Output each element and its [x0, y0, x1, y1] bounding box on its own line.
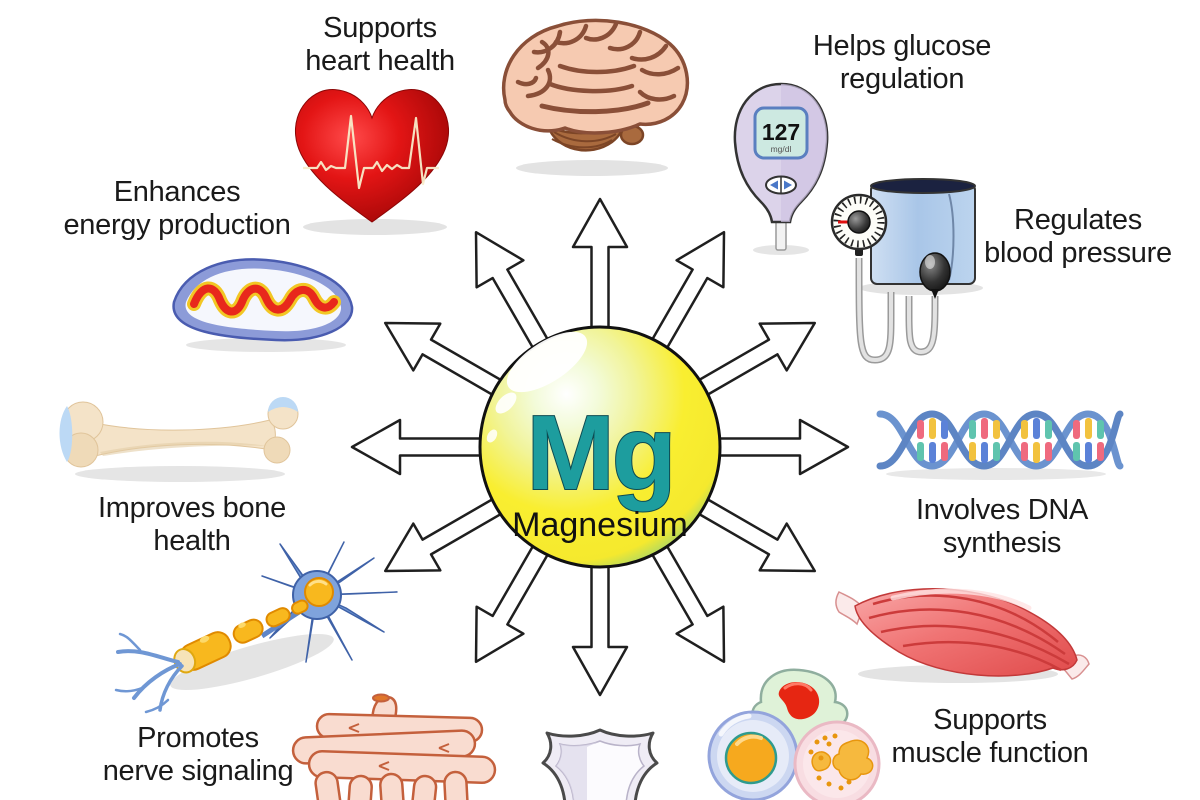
heart-ecg-icon	[294, 89, 450, 235]
mitochondria-icon	[172, 258, 354, 352]
label-line: Helps glucose	[812, 30, 992, 62]
muscle-icon	[835, 588, 1090, 683]
intestines-icon	[291, 693, 497, 800]
label-line: Supports	[323, 12, 437, 44]
label-line: Involves DNA	[915, 494, 1089, 526]
label-line: Promotes	[137, 722, 259, 754]
label-line: Improves bone	[98, 492, 286, 524]
bone-icon	[59, 397, 299, 482]
glucose-unit: mg/dl	[771, 144, 792, 154]
label-line: regulation	[839, 63, 965, 95]
brain-icon	[502, 18, 690, 176]
label-line: energy production	[63, 209, 291, 241]
glucose-reading: 127	[762, 119, 800, 145]
blood-pressure-monitor-icon	[830, 178, 983, 364]
label-line: muscle function	[891, 737, 1089, 769]
magnesium-text: Magnesium	[512, 506, 688, 544]
mg-symbol-text: Mg	[526, 394, 673, 512]
label-enhances-energy-production: Enhances energy production	[47, 176, 307, 242]
label-line: synthesis	[942, 527, 1062, 559]
label-supports-muscle-function: Supports muscle function	[860, 704, 1120, 770]
label-helps-glucose-regulation: Helps glucose regulation	[772, 30, 1032, 96]
glucose-meter-icon: 127 mg/dl	[733, 82, 829, 255]
label-line: blood pressure	[984, 237, 1172, 269]
label-line: nerve signaling	[102, 755, 294, 787]
label-involves-dna-synthesis: Involves DNA synthesis	[872, 494, 1132, 560]
label-line: Enhances	[113, 176, 241, 208]
label-line: health	[153, 525, 231, 557]
mg-sphere-icon: Mg Magnesium	[478, 325, 722, 569]
dna-helix-icon	[876, 410, 1124, 480]
cells-icon	[707, 668, 881, 800]
label-regulates-blood-pressure: Regulates blood pressure	[948, 204, 1200, 270]
label-supports-heart-health: Supports heart health	[250, 12, 510, 78]
label-improves-bone-health: Improves bone health	[62, 492, 322, 558]
shield-icon	[541, 728, 659, 800]
neuron-icon	[114, 541, 398, 714]
label-line: heart health	[305, 45, 455, 77]
label-promotes-nerve-signaling: Promotes nerve signaling	[68, 722, 328, 788]
label-line: Regulates	[1014, 204, 1142, 236]
label-line: Supports	[933, 704, 1047, 736]
